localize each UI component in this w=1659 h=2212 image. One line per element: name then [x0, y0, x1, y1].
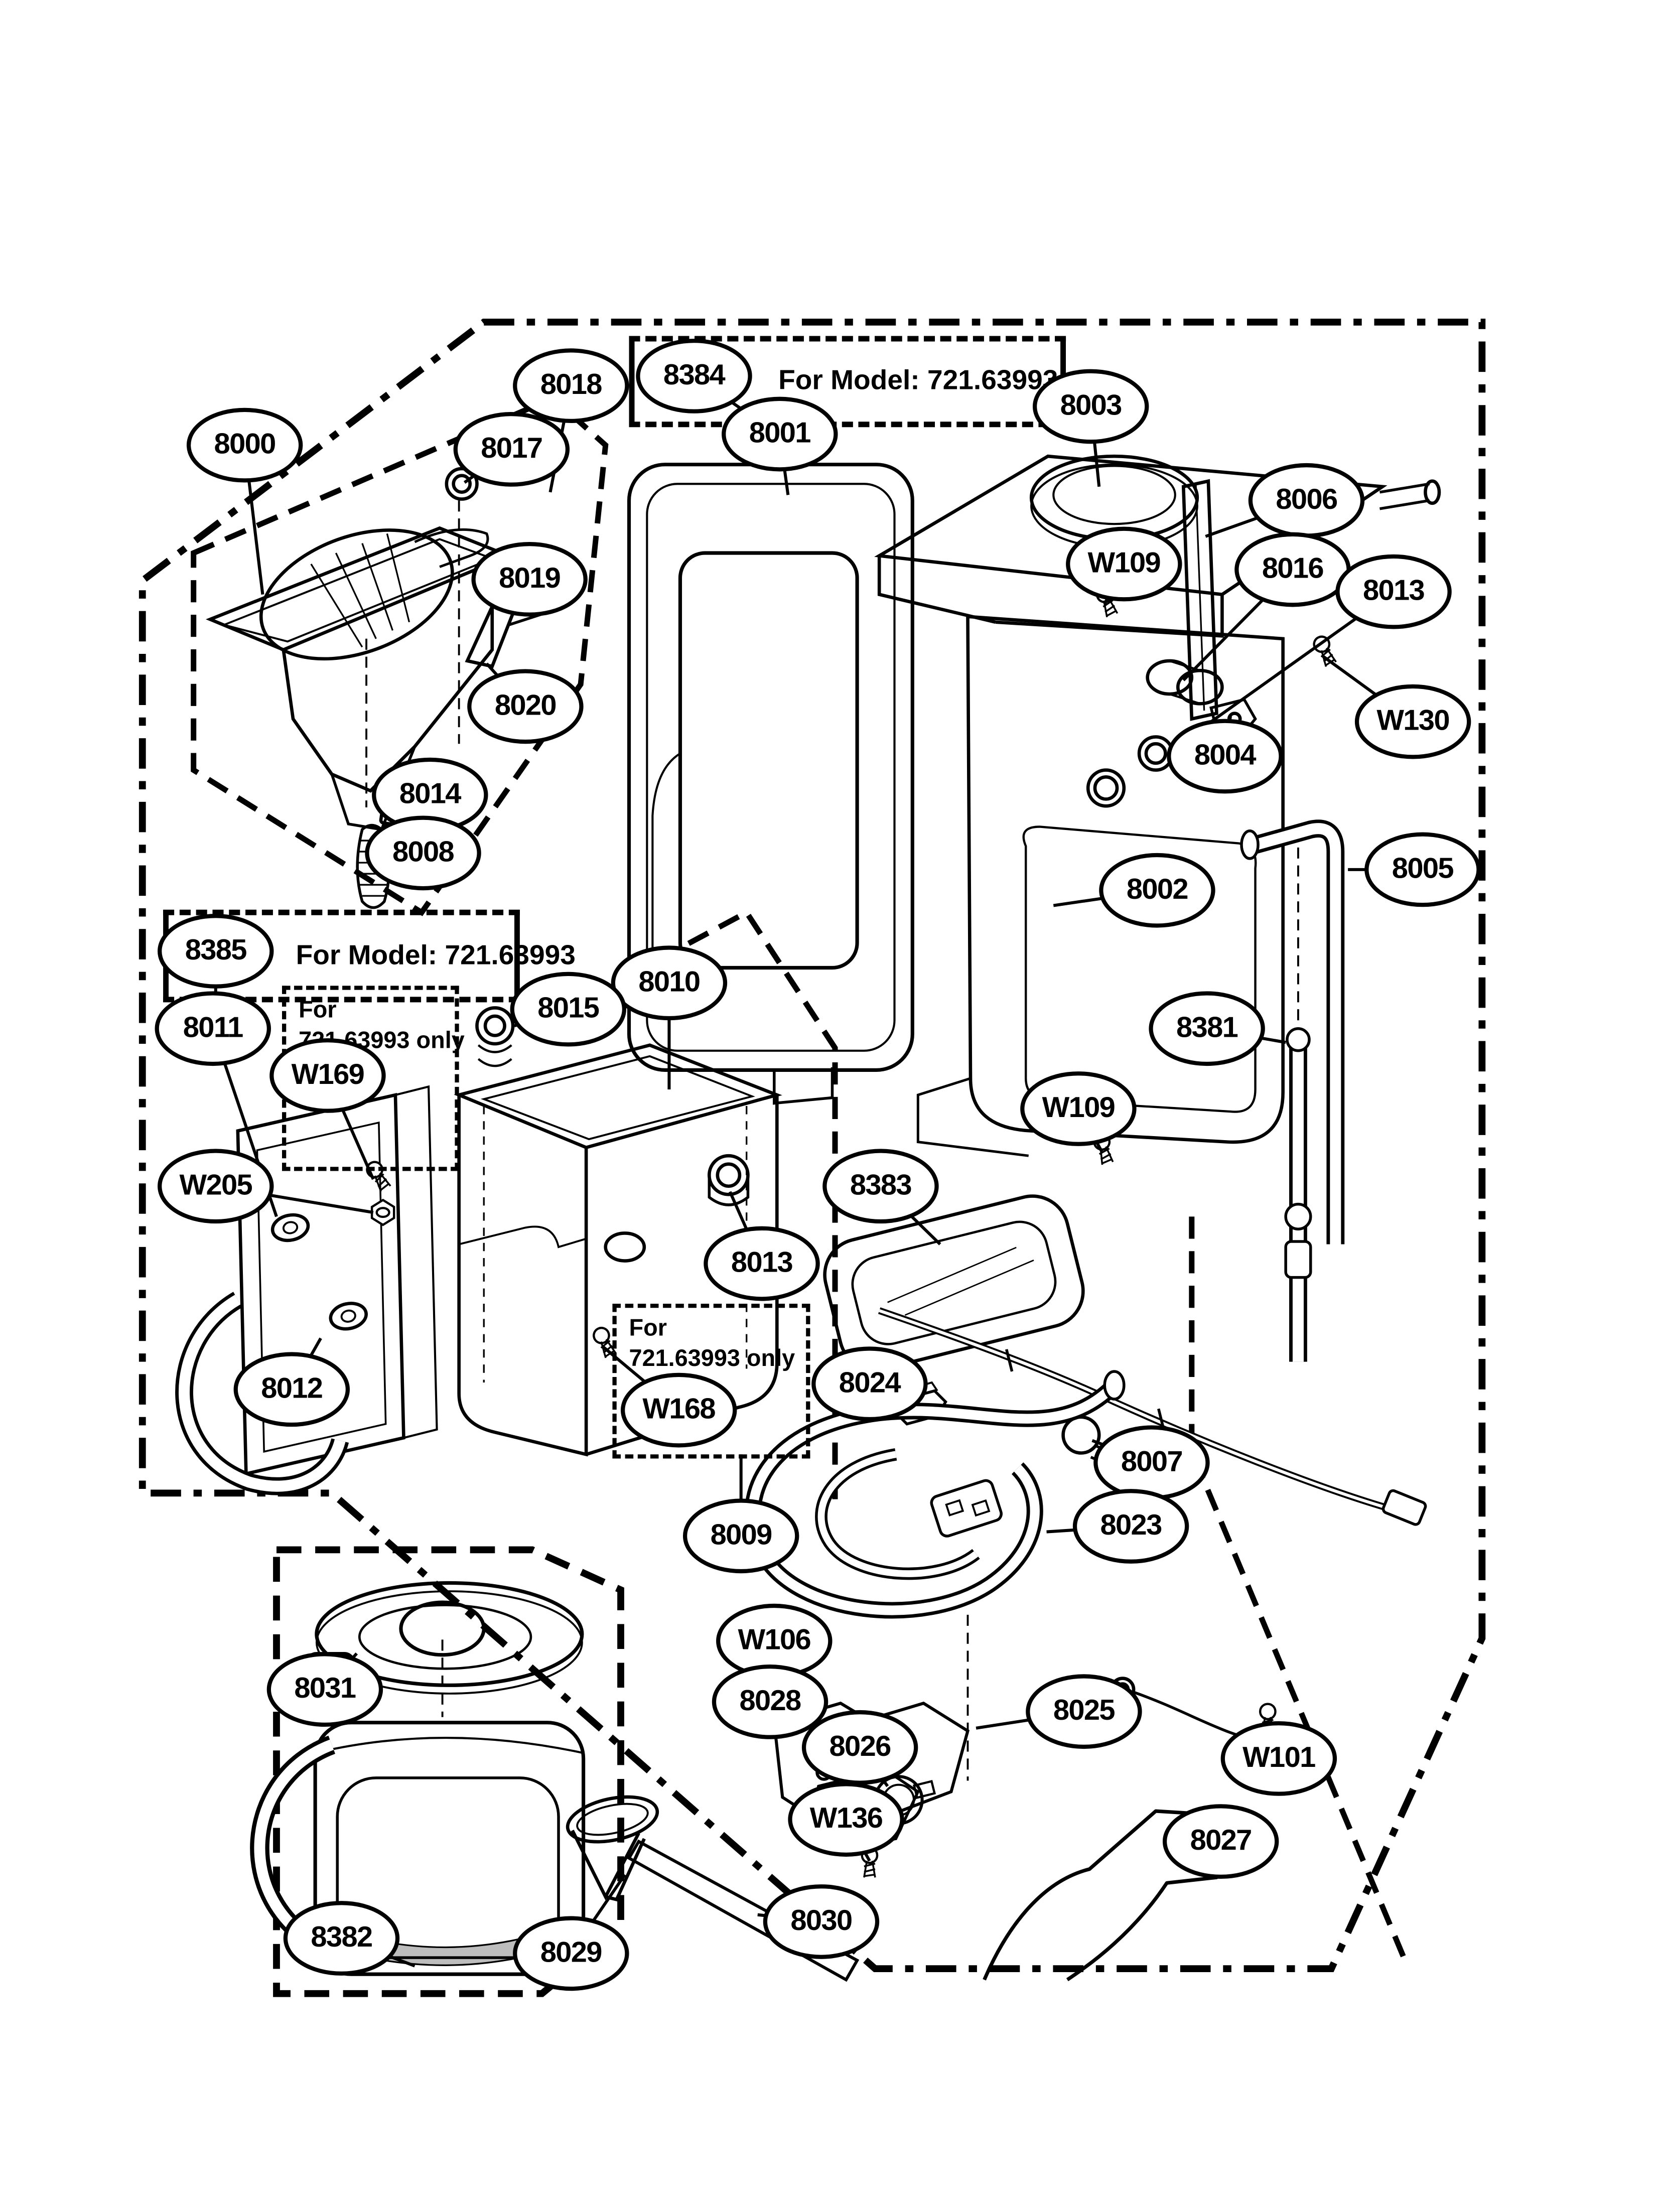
part-callout-w168: W168	[620, 1372, 737, 1448]
part-callout-w136: W136	[788, 1782, 904, 1857]
part-callout-8384: 8384	[636, 338, 752, 413]
part-callout-8012: 8012	[233, 1352, 350, 1427]
part-callout-8023: 8023	[1072, 1489, 1189, 1564]
handle-drawing	[175, 1292, 349, 1495]
part-callout-8385: 8385	[158, 914, 274, 989]
part-callout-8000: 8000	[186, 407, 303, 483]
part-callout-8010: 8010	[611, 945, 728, 1021]
model-note-text: For Model: 721.63993	[296, 940, 576, 971]
part-callout-8009: 8009	[682, 1498, 799, 1574]
wire-harness-drawing	[878, 1307, 1427, 1526]
part-callout-8027: 8027	[1162, 1804, 1279, 1879]
part-callout-8013: 8013	[704, 1226, 820, 1301]
part-callout-8004: 8004	[1167, 719, 1283, 794]
part-callout-w109: W109	[1020, 1071, 1137, 1146]
part-callout-8382: 8382	[283, 1901, 400, 1976]
part-callout-8011: 8011	[155, 991, 271, 1066]
only-note-line: For	[299, 997, 337, 1023]
part-callout-8026: 8026	[801, 1710, 918, 1785]
part-callout-8001: 8001	[722, 396, 838, 472]
only-note-box-w168: For 721.63993 only	[612, 1303, 810, 1459]
part-callout-w109: W109	[1066, 526, 1182, 602]
part-callout-8024: 8024	[811, 1346, 928, 1422]
part-callout-8007: 8007	[1093, 1425, 1210, 1500]
tubes-drawing	[1240, 819, 1345, 1362]
model-note-box-8385: For Model: 721.63993	[163, 909, 576, 1003]
part-callout-8018: 8018	[513, 348, 629, 424]
part-callout-8015: 8015	[510, 972, 627, 1047]
part-callout-8017: 8017	[453, 411, 570, 487]
part-callout-w130: W130	[1354, 684, 1471, 759]
front-frame-drawing	[627, 463, 914, 1105]
part-callout-8020: 8020	[467, 669, 584, 744]
part-callout-w169: W169	[269, 1038, 386, 1113]
part-callout-w205: W205	[158, 1149, 274, 1224]
part-callout-8003: 8003	[1032, 369, 1149, 444]
part-callout-8016: 8016	[1234, 532, 1351, 607]
part-callout-8005: 8005	[1364, 832, 1481, 907]
part-callout-8029: 8029	[513, 1916, 629, 1991]
carafe-drawing	[305, 1581, 586, 1976]
part-callout-w101: W101	[1220, 1721, 1337, 1796]
part-callout-8019: 8019	[471, 541, 588, 617]
part-callout-8381: 8381	[1149, 991, 1265, 1066]
part-callout-8028: 8028	[712, 1665, 828, 1739]
part-callout-8013: 8013	[1335, 554, 1452, 629]
part-callout-8006: 8006	[1248, 463, 1365, 538]
part-callout-8031: 8031	[266, 1652, 383, 1727]
only-note-line: For	[629, 1315, 667, 1341]
part-callout-8025: 8025	[1026, 1674, 1142, 1749]
only-note-line: 721.63993 only	[629, 1345, 795, 1371]
part-callout-8383: 8383	[822, 1149, 939, 1224]
part-callout-8002: 8002	[1099, 853, 1215, 928]
part-callout-8008: 8008	[365, 815, 481, 891]
model-note-box-8384: For Model: 721.63993	[629, 336, 1066, 428]
model-note-text: For Model: 721.63993	[778, 365, 1058, 396]
part-callout-8030: 8030	[763, 1884, 880, 1959]
